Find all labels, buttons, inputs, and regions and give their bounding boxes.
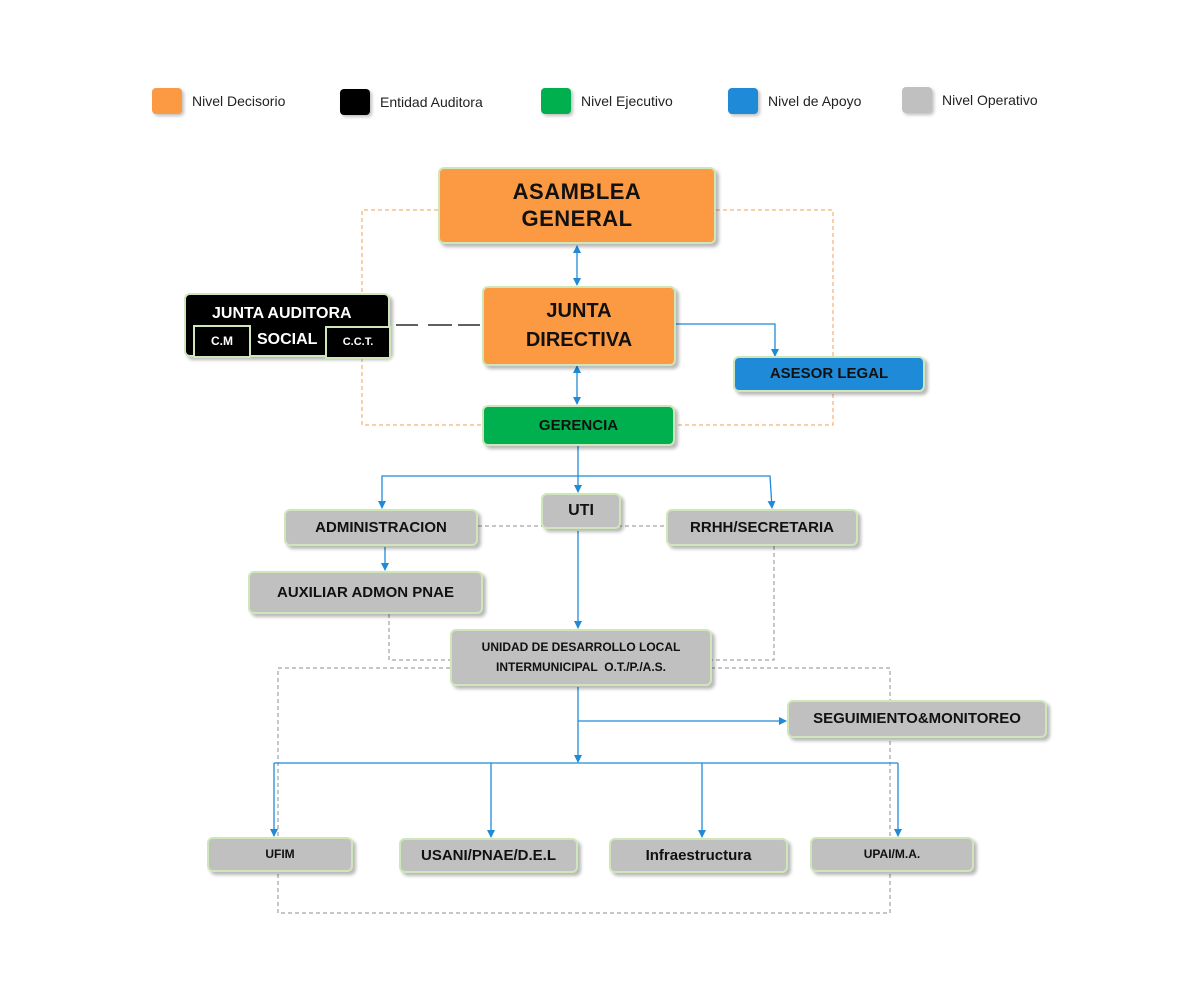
infraestructura-label: Infraestructura <box>645 846 752 864</box>
gerencia-box[interactable]: GERENCIA <box>482 405 675 446</box>
legend-label: Nivel Ejecutivo <box>581 93 673 109</box>
uti-label: UTI <box>568 502 594 520</box>
administracion-box[interactable]: ADMINISTRACION <box>284 509 478 546</box>
usani-box[interactable]: USANI/PNAE/D.E.L <box>399 838 578 873</box>
cct-label: C.C.T. <box>342 335 374 348</box>
uti-box[interactable]: UTI <box>541 493 621 529</box>
gerencia-rrhh-link <box>578 475 776 509</box>
legend-swatch <box>340 89 370 115</box>
legend-item-operativo: Nivel Operativo <box>902 85 1038 115</box>
unidad-desarrollo-box[interactable]: UNIDAD DE DESARROLLO LOCAL INTERMUNICIPA… <box>450 629 712 686</box>
asesor-legal-label: ASESOR LEGAL <box>769 365 889 382</box>
legend-label: Nivel Decisorio <box>192 93 286 109</box>
upai-box[interactable]: UPAI/M.A. <box>810 837 974 872</box>
asamblea-general-box[interactable]: ASAMBLEA GENERAL <box>438 167 716 244</box>
rrhh-secretaria-box[interactable]: RRHH/SECRETARIA <box>666 509 858 546</box>
junta-directiva-line1: JUNTA <box>546 300 612 322</box>
legend-swatch <box>728 88 758 114</box>
junta-auditora-social-box[interactable]: JUNTA AUDITORA SOCIAL C.M C.C.T. <box>184 293 391 359</box>
legend-item-apoyo: Nivel de Apoyo <box>728 86 861 116</box>
unidad-line1: UNIDAD DE DESARROLLO LOCAL <box>481 639 681 654</box>
legend-item-auditora: Entidad Auditora <box>340 87 483 117</box>
junta-directiva-box[interactable]: JUNTA DIRECTIVA <box>482 286 676 366</box>
infraestructura-box[interactable]: Infraestructura <box>609 838 788 873</box>
administracion-label: ADMINISTRACION <box>315 518 447 536</box>
legend-label: Nivel de Apoyo <box>768 93 862 109</box>
hierarchy-connectors <box>270 245 902 838</box>
legend-swatch <box>541 88 571 114</box>
cm-label: C.M <box>211 334 233 349</box>
unidad-line2: INTERMUNICIPAL O.T./P./A.S. <box>495 659 667 674</box>
ufim-label: UFIM <box>265 847 295 862</box>
seguimiento-monitoreo-label: SEGUIMIENTO&MONITOREO <box>813 710 1021 727</box>
junta-auditora-line1: JUNTA AUDITORA <box>212 305 352 322</box>
auxiliar-admon-label: AUXILIAR ADMON PNAE <box>277 583 454 601</box>
asamblea-line1: ASAMBLEA <box>512 179 642 205</box>
junta-auditora-line2: SOCIAL <box>257 331 318 348</box>
junta-asesor-link <box>676 323 779 357</box>
legend-swatch <box>902 87 932 113</box>
usani-label: USANI/PNAE/D.E.L <box>420 846 556 864</box>
gerencia-admin-link <box>378 475 578 509</box>
legend-label: Nivel Operativo <box>942 92 1038 108</box>
auxiliar-admon-box[interactable]: AUXILIAR ADMON PNAE <box>248 571 483 614</box>
legend-item-ejecutivo: Nivel Ejecutivo <box>541 86 673 116</box>
gerencia-label: GERENCIA <box>538 416 619 434</box>
cm-box[interactable]: C.M <box>193 325 251 358</box>
cct-box[interactable]: C.C.T. <box>325 326 391 359</box>
seguimiento-monitoreo-box[interactable]: SEGUIMIENTO&MONITOREO <box>787 700 1047 738</box>
rrhh-secretaria-label: RRHH/SECRETARIA <box>690 518 834 536</box>
legend-swatch <box>152 88 182 114</box>
ufim-box[interactable]: UFIM <box>207 837 353 872</box>
junta-directiva-line2: DIRECTIVA <box>525 329 633 351</box>
legend-label: Entidad Auditora <box>380 94 483 110</box>
upai-label: UPAI/M.A. <box>863 847 921 862</box>
asesor-legal-box[interactable]: ASESOR LEGAL <box>733 356 925 392</box>
asamblea-line2: GENERAL <box>521 205 633 231</box>
legend-item-decisorio: Nivel Decisorio <box>152 86 285 116</box>
